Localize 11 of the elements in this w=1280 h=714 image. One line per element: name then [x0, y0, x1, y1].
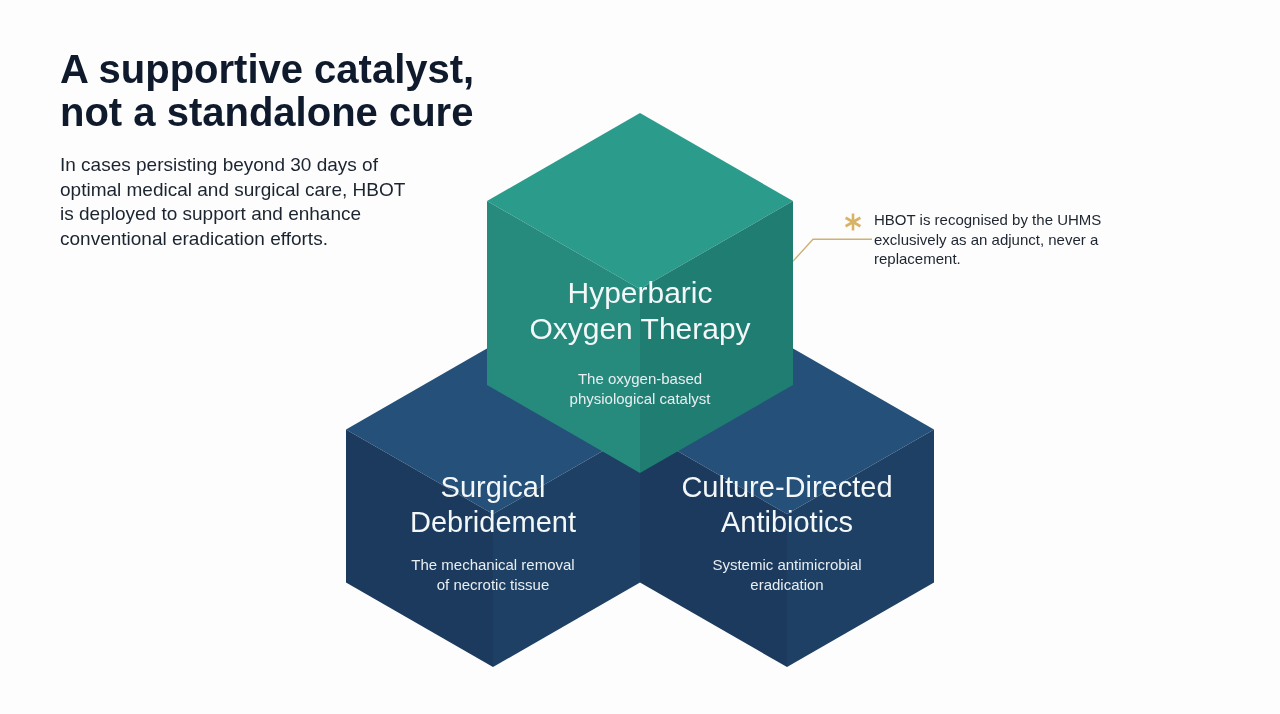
cube-block: [487, 113, 793, 473]
note-text: HBOT is recognised by the UHMS exclusively as an adjunct, never a replacement.: [874, 210, 1119, 269]
leader-line: [792, 238, 873, 262]
cube-description: Systemic antimicrobial eradication: [711, 555, 863, 594]
cube-title: Culture-Directed Antibiotics: [680, 470, 894, 540]
cube-title: Surgical Debridement: [409, 470, 577, 540]
cube-title: Hyperbaric Oxygen Therapy: [528, 275, 752, 347]
intro-paragraph: In cases persisting beyond 30 days of optimal medical and surgical care, HBOT is deployed to support and enhance conventional eradication efforts.: [60, 153, 406, 251]
cube-description: The oxygen-based physiological catalyst: [568, 369, 712, 408]
cube-description: The mechanical removal of necrotic tissue: [410, 555, 576, 594]
slide-title: A supportive catalyst, not a standalone cure: [60, 48, 476, 134]
